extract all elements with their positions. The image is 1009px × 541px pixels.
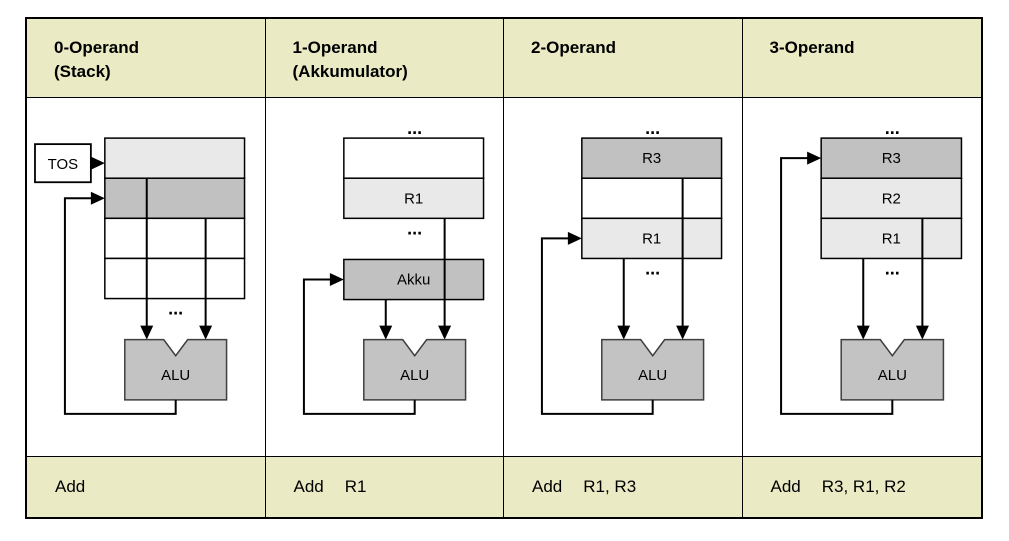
instruction-example-0-operand: Add [27, 456, 266, 517]
operands: R3, R1, R2 [821, 477, 906, 496]
mnemonic: Add [55, 477, 86, 496]
instruction-example-3-operand: Add R3, R1, R2 [742, 456, 981, 517]
register-cell [819, 137, 962, 179]
arrowhead-down-icon [915, 325, 929, 340]
akku-register [342, 258, 484, 301]
arrowhead-down-icon [378, 325, 392, 340]
register-label: R2 [881, 190, 900, 207]
ellipsis-top: ... [407, 118, 422, 138]
arrowhead-right-icon [806, 151, 821, 165]
register-cell [104, 217, 246, 260]
alu-box [362, 338, 466, 401]
column-header-1-operand: 1-Operand (Akkumulator) [265, 19, 504, 98]
header-title: 2-Operand [531, 38, 617, 57]
mnemonic: Add [532, 477, 563, 496]
mnemonic: Add [770, 477, 801, 496]
feedback-path [302, 278, 416, 415]
register-cell [819, 177, 962, 220]
register-cell [104, 137, 246, 179]
mnemonic: Add [293, 477, 324, 496]
feedback-path [540, 237, 654, 415]
alu-label: ALU [877, 367, 906, 384]
arrowhead-right-icon [329, 272, 344, 287]
arrowhead-down-icon [140, 325, 154, 340]
arrowhead-down-icon [617, 325, 631, 340]
operands: R1, R3 [583, 477, 637, 496]
register-cell [819, 217, 962, 260]
arrowhead-down-icon [856, 325, 870, 340]
ellipsis-top: ... [884, 118, 899, 138]
arrowhead-right-icon [90, 156, 105, 170]
alu-box [839, 338, 944, 401]
alu-box [124, 338, 228, 401]
register-label: R3 [642, 150, 661, 167]
register-cell [104, 177, 246, 220]
ellipsis-bottom: ... [168, 299, 183, 319]
diagram-cell-0-operand: ... ALU TOS [27, 98, 266, 456]
header-subtitle: (Akkumulator) [292, 62, 408, 81]
register-label: R1 [881, 230, 900, 247]
feedback-path [63, 197, 177, 415]
arrowhead-right-icon [90, 191, 105, 205]
register-cell [342, 177, 484, 220]
ellipsis-bottom: ... [407, 218, 422, 238]
arrowhead-down-icon [676, 325, 690, 340]
ellipsis-top: ... [645, 118, 660, 138]
register-cell [581, 177, 723, 220]
operands: R1 [344, 477, 367, 496]
column-header-0-operand: 0-Operand (Stack) [27, 19, 266, 98]
ellipsis-bottom: ... [645, 258, 660, 278]
column-header-2-operand: 2-Operand [504, 19, 743, 98]
feedback-path [779, 157, 893, 415]
column-header-3-operand: 3-Operand [742, 19, 981, 98]
alu-label: ALU [161, 367, 190, 384]
register-cell [581, 137, 723, 179]
arrowhead-down-icon [437, 325, 451, 340]
register-cell [342, 137, 484, 179]
ellipsis-bottom: ... [884, 258, 899, 278]
register-cell [581, 217, 723, 260]
akku-label: Akku [397, 271, 430, 288]
tos-box [34, 143, 92, 184]
register-label: R1 [404, 190, 423, 207]
header-title: 3-Operand [769, 38, 855, 57]
arrowhead-right-icon [567, 231, 582, 245]
stack-architecture-diagram: ... ALU TOS [34, 137, 246, 415]
arrowhead-down-icon [199, 325, 213, 340]
register-label: R1 [642, 230, 661, 247]
instruction-example-1-operand: Add R1 [265, 456, 504, 517]
header-title: 0-Operand [54, 38, 140, 57]
isa-comparison-table: 0-Operand (Stack) 1-Operand (Akkumulator… [25, 17, 983, 519]
alu-label: ALU [400, 367, 429, 384]
tos-label: TOS [48, 156, 79, 173]
instruction-example-2-operand: Add R1, R3 [504, 456, 743, 517]
header-title: 1-Operand [292, 38, 378, 57]
register-label: R3 [881, 150, 900, 167]
alu-label: ALU [638, 367, 667, 384]
alu-box [601, 338, 705, 401]
header-subtitle: (Stack) [54, 62, 111, 81]
register-cell [104, 257, 246, 300]
